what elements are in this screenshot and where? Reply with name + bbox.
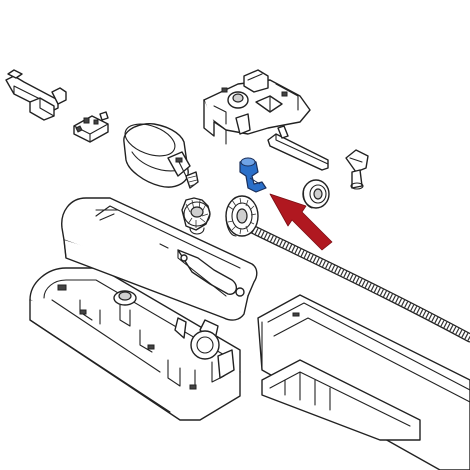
lever-rod	[267, 125, 329, 171]
bushing	[302, 179, 330, 209]
spiral-rack-cable	[245, 223, 470, 343]
rail-profile	[257, 294, 470, 470]
highlighted-bracket	[239, 157, 267, 193]
clip-bracket	[5, 69, 67, 121]
small-connector	[73, 111, 109, 143]
pointer-arrow	[269, 193, 333, 251]
drive-gear	[225, 195, 259, 237]
motor	[123, 123, 199, 189]
pinion-gear	[181, 197, 211, 235]
top-cover	[61, 197, 258, 321]
bottom-housing	[29, 267, 241, 421]
gear-housing-top	[203, 69, 311, 145]
plug-cap	[345, 149, 369, 190]
